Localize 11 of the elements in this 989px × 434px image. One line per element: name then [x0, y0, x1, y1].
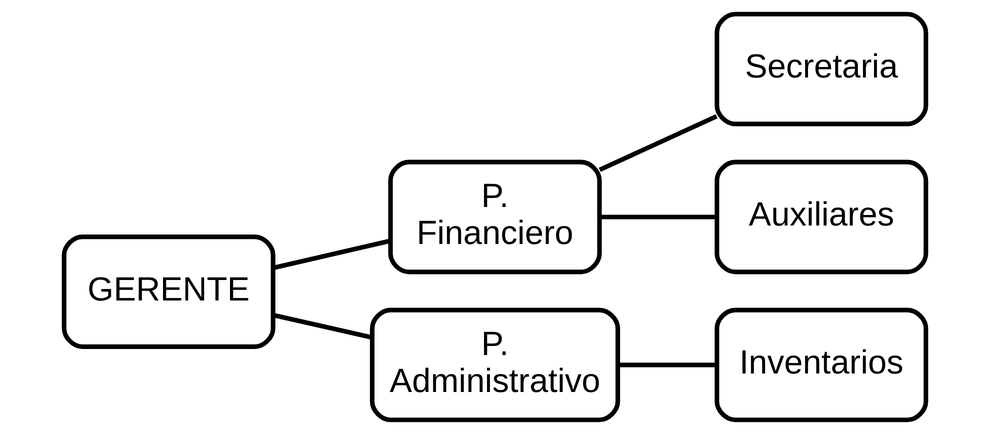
node-box: Inventarios	[714, 308, 928, 422]
node-box: Auxiliares	[714, 160, 928, 274]
connector	[617, 362, 716, 368]
connector	[599, 214, 716, 220]
node-box: P. Administrativo	[369, 308, 620, 422]
node-box: Secretaria	[714, 12, 928, 126]
node-box: P. Financiero	[388, 160, 602, 274]
connector	[272, 312, 372, 340]
connector	[272, 238, 390, 270]
node-box: GERENTE	[61, 234, 275, 349]
connector	[598, 114, 717, 172]
